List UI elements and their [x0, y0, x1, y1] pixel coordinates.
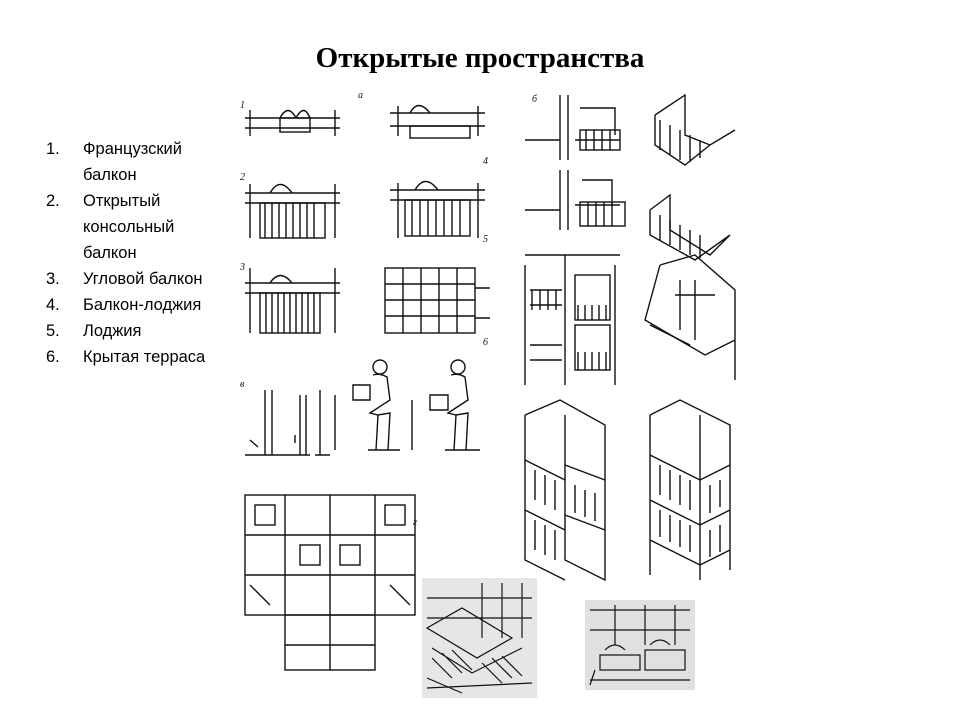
slide-title: Открытые пространства	[315, 42, 645, 74]
covered-terrace-figure	[585, 600, 695, 690]
list-item: 2.Открытый консольный балкон	[46, 192, 175, 262]
figure-label-v: в	[240, 379, 245, 390]
figure-label-b: б	[532, 94, 538, 105]
figure-label-2: 2	[240, 172, 245, 183]
balcony-perspective-figure: б	[520, 90, 750, 390]
balcony-plans-figure: а 1 4 2 5 3 6	[240, 88, 515, 353]
list-item: 4.Балкон-лоджия	[46, 296, 202, 314]
list-item: 1.Французский балкон	[46, 140, 182, 184]
terrace-perspective-figure	[422, 578, 537, 698]
floor-plan-figure: г	[240, 485, 420, 675]
figure-label-1: 1	[240, 100, 245, 111]
figure-label-6: 6	[483, 337, 488, 348]
balcony-section-figure: в	[240, 355, 485, 465]
figure-label-4: 4	[483, 156, 488, 167]
list-item: 3.Угловой балкон	[46, 270, 203, 288]
list-item: 5.Лоджия	[46, 322, 142, 340]
list-item: 6.Крытая терраса	[46, 348, 206, 366]
figure-label-a: а	[358, 90, 363, 101]
loggia-towers-figure	[520, 395, 750, 585]
figure-label-3: 3	[240, 262, 245, 273]
figure-label-5: 5	[483, 234, 488, 245]
balcony-types-list: 1.Французский балкон 2.Открытый консольн…	[46, 136, 221, 370]
